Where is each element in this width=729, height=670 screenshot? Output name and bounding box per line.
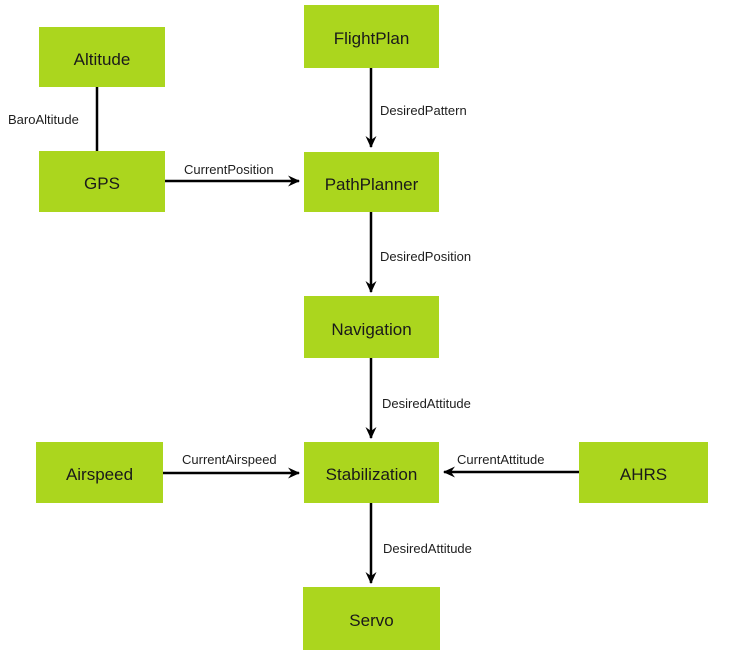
node-servo[interactable]: Servo xyxy=(303,587,440,650)
edge-label-currentposition: CurrentPosition xyxy=(184,162,274,177)
edge-label-desiredposition: DesiredPosition xyxy=(380,249,472,264)
edge-label-desiredattitude-2: DesiredAttitude xyxy=(383,541,472,556)
edge-label-desiredpattern: DesiredPattern xyxy=(380,103,467,118)
edge-label-currentairspeed: CurrentAirspeed xyxy=(182,452,277,467)
node-navigation[interactable]: Navigation xyxy=(304,296,439,358)
node-flightplan[interactable]: FlightPlan xyxy=(304,5,439,68)
edge-label-baroaltitude: BaroAltitude xyxy=(8,112,79,127)
node-pathplanner[interactable]: PathPlanner xyxy=(304,152,439,212)
node-altitude[interactable]: Altitude xyxy=(39,27,165,87)
node-stabilization[interactable]: Stabilization xyxy=(304,442,439,503)
node-ahrs[interactable]: AHRS xyxy=(579,442,708,503)
edge-label-currentattitude: CurrentAttitude xyxy=(457,452,545,467)
node-gps[interactable]: GPS xyxy=(39,151,165,212)
node-airspeed[interactable]: Airspeed xyxy=(36,442,163,503)
edge-label-desiredattitude-1: DesiredAttitude xyxy=(382,396,471,411)
